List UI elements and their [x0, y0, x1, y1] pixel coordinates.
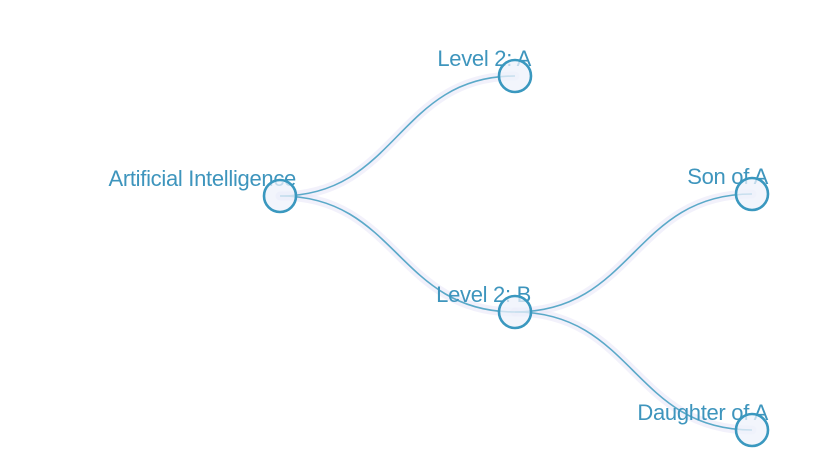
- node-circle-b[interactable]: [497, 294, 533, 330]
- edge-b-son: [514, 193, 753, 313]
- edge-shadow-layer: [275, 71, 757, 435]
- edge-b-daughter: [514, 311, 753, 431]
- node-circle-a[interactable]: [497, 58, 533, 94]
- node-circle-son[interactable]: [734, 176, 770, 212]
- node-label-root: Artificial Intelligence: [108, 166, 296, 191]
- edge-layer: [279, 75, 753, 431]
- node-layer: [262, 58, 770, 448]
- edge-root-a: [279, 75, 516, 197]
- node-circle-root[interactable]: [262, 178, 298, 214]
- node-circle-daughter[interactable]: [734, 412, 770, 448]
- edge-root-b: [279, 195, 516, 313]
